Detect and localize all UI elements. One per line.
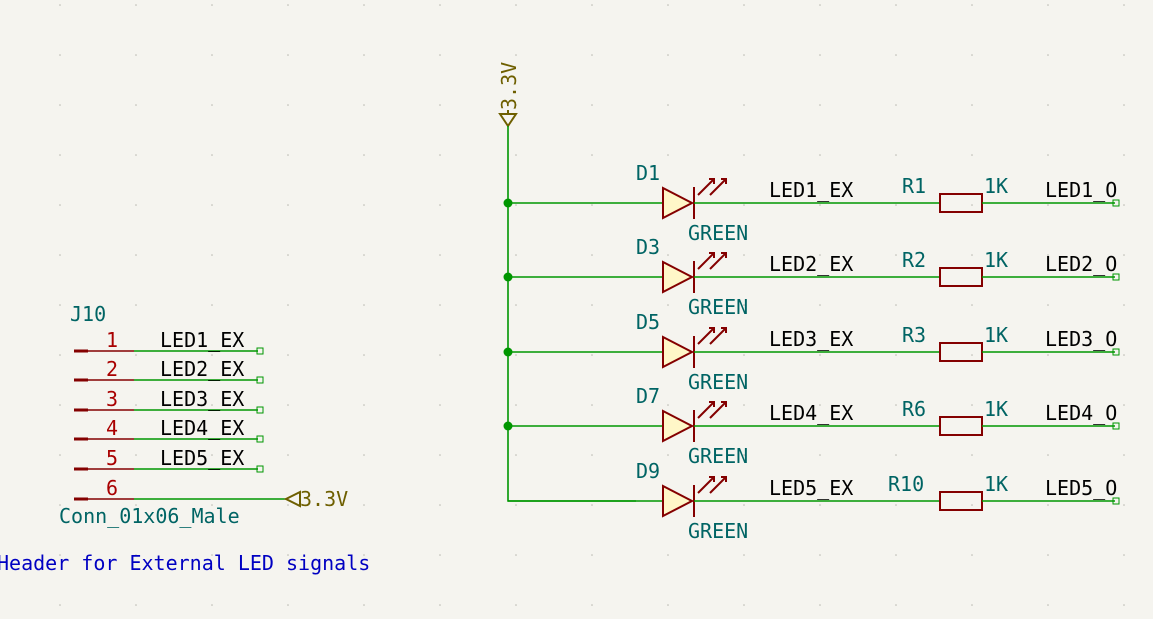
connector-pin: 6 xyxy=(74,476,286,501)
led-diode xyxy=(662,327,727,369)
label-anchor xyxy=(256,465,264,473)
net-label-out: LED2_O xyxy=(1045,252,1117,276)
pin-net-label: LED2_EX xyxy=(160,357,244,381)
pin-net-label: LED3_EX xyxy=(160,387,244,411)
net-label-out: LED5_O xyxy=(1045,476,1117,500)
pin-number: 1 xyxy=(106,328,118,352)
label-anchor xyxy=(1112,273,1120,281)
resistor-value: 1K xyxy=(984,323,1008,347)
connector-pin: 3 LED3_EX xyxy=(74,387,264,414)
pin-number: 5 xyxy=(106,446,118,470)
schematic-note: Header for External LED signals xyxy=(0,551,370,575)
diode-ref: D5 xyxy=(636,310,660,334)
net-label-mid: LED3_EX xyxy=(769,327,853,351)
power-label-connector: 3.3V xyxy=(300,487,348,511)
diode-value: GREEN xyxy=(688,370,748,394)
power-symbol-connector: 3.3V xyxy=(283,487,348,511)
label-anchor xyxy=(1112,497,1120,505)
net-label-mid: LED5_EX xyxy=(769,476,853,500)
pin-net-label: LED4_EX xyxy=(160,416,244,440)
led-diode xyxy=(662,178,727,220)
label-anchor xyxy=(256,376,264,384)
connector-pin: 5 LED5_EX xyxy=(74,446,264,473)
pin-number: 2 xyxy=(106,357,118,381)
diode-body xyxy=(662,484,695,518)
connector-pin: 4 LED4_EX xyxy=(74,416,264,443)
resistor-ref: R10 xyxy=(888,472,924,496)
pin-number: 6 xyxy=(106,476,118,500)
label-anchor xyxy=(1112,422,1120,430)
led-diode xyxy=(662,252,727,294)
diode-ref: D1 xyxy=(636,161,660,185)
resistor-ref: R1 xyxy=(902,174,926,198)
pin-net-label: LED5_EX xyxy=(160,446,244,470)
connector-ref: J10 xyxy=(70,302,106,326)
light-arrows xyxy=(697,401,727,419)
label-anchor xyxy=(1112,348,1120,356)
pin-net-label: LED1_EX xyxy=(160,328,244,352)
light-arrows xyxy=(697,252,727,270)
diode-body xyxy=(662,186,695,220)
connector-value: Conn_01x06_Male xyxy=(59,504,240,528)
net-label-mid: LED2_EX xyxy=(769,252,853,276)
diode-value: GREEN xyxy=(688,444,748,468)
net-label-mid: LED4_EX xyxy=(769,401,853,425)
net-label-mid: LED1_EX xyxy=(769,178,853,202)
resistor-value: 1K xyxy=(984,397,1008,421)
light-arrows xyxy=(697,178,727,196)
diode-value: GREEN xyxy=(688,221,748,245)
light-arrows xyxy=(697,327,727,345)
pin-number: 3 xyxy=(106,387,118,411)
connector-pin: 2 LED2_EX xyxy=(74,357,264,384)
label-anchor xyxy=(256,406,264,414)
diode-body xyxy=(662,260,695,294)
label-anchor xyxy=(256,347,264,355)
diode-body xyxy=(662,409,695,443)
resistor-ref: R2 xyxy=(902,248,926,272)
diode-value: GREEN xyxy=(688,519,748,543)
light-arrows xyxy=(697,476,727,494)
diode-body xyxy=(662,335,695,369)
resistor-value: 1K xyxy=(984,248,1008,272)
connector-pin: 1 LED1_EX xyxy=(74,328,264,355)
resistor-value: 1K xyxy=(984,472,1008,496)
resistor-ref: R6 xyxy=(902,397,926,421)
led-diode xyxy=(662,476,727,518)
net-label-out: LED4_O xyxy=(1045,401,1117,425)
diode-value: GREEN xyxy=(688,295,748,319)
diode-ref: D7 xyxy=(636,384,660,408)
diode-ref: D3 xyxy=(636,235,660,259)
net-label-out: LED3_O xyxy=(1045,327,1117,351)
pin-number: 4 xyxy=(106,416,118,440)
net-label-out: LED1_O xyxy=(1045,178,1117,202)
power-symbol-top: 3.3V xyxy=(497,62,521,128)
resistor-value: 1K xyxy=(984,174,1008,198)
connector-pins: 1 LED1_EX 2 LED2_EX 3 LED3_EX 4 LED4_EX 5 LED5_EX… xyxy=(74,328,286,501)
label-anchor xyxy=(256,435,264,443)
resistor-ref: R3 xyxy=(902,323,926,347)
power-label-top: 3.3V xyxy=(497,62,521,110)
diode-ref: D9 xyxy=(636,459,660,483)
connector-j10: J10 1 LED1_EX 2 LED2_EX 3 LED3_EX 4 LED4_EX 5 LED… xyxy=(59,302,348,528)
label-anchor xyxy=(1112,199,1120,207)
